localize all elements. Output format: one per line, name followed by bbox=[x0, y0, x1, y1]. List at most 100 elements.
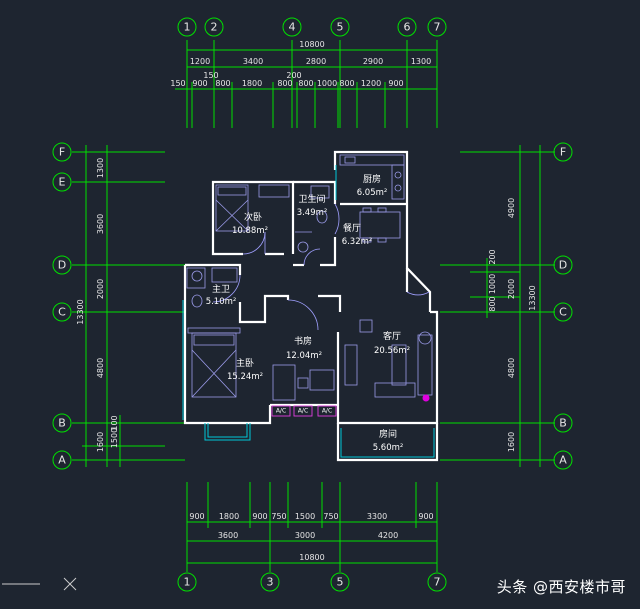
svg-text:800: 800 bbox=[339, 79, 354, 88]
svg-text:1000: 1000 bbox=[488, 274, 497, 294]
svg-text:A/C: A/C bbox=[276, 408, 286, 415]
svg-text:20.56m²: 20.56m² bbox=[374, 346, 410, 356]
svg-text:1800: 1800 bbox=[219, 512, 239, 521]
room-small-room: 房间 5.60m² bbox=[373, 428, 404, 453]
axis-bubble-top-1: 1 bbox=[177, 17, 197, 37]
axis-bubble-right-A: A bbox=[553, 450, 573, 470]
svg-text:6.32m²: 6.32m² bbox=[342, 237, 373, 247]
axis-bubble-left-B: B bbox=[52, 413, 72, 433]
svg-text:A: A bbox=[58, 454, 66, 467]
decor-plant bbox=[422, 394, 430, 402]
top-axis-bubbles: 1 2 4 5 6 7 bbox=[177, 17, 447, 37]
room-master-bedroom: 主卧 15.24m² bbox=[227, 357, 263, 382]
svg-text:B: B bbox=[559, 417, 567, 430]
top-dimension-text: 10800 1200 3400 2800 2900 1300 150 200 1… bbox=[170, 40, 431, 88]
room-dining: 餐厅 6.32m² bbox=[342, 222, 373, 247]
svg-text:4800: 4800 bbox=[507, 358, 516, 378]
svg-text:3400: 3400 bbox=[243, 57, 263, 66]
bottom-dimension-text: 900 1800 900 750 1500 750 3300 900 3600 … bbox=[189, 512, 433, 562]
svg-text:厨房: 厨房 bbox=[363, 173, 381, 185]
axis-bubble-right-F: F bbox=[553, 142, 573, 162]
svg-text:1: 1 bbox=[184, 21, 191, 34]
walls bbox=[183, 150, 439, 462]
axis-bubble-right-B: B bbox=[553, 413, 573, 433]
right-dimension-text: 4900 2000 4800 1600 13300 200 1000 800 bbox=[488, 198, 537, 452]
svg-text:900: 900 bbox=[252, 512, 267, 521]
room-living: 客厅 20.56m² bbox=[374, 330, 410, 356]
svg-text:主卫: 主卫 bbox=[212, 283, 230, 295]
svg-text:3600: 3600 bbox=[96, 214, 105, 234]
right-axis-bubbles: F D C B A bbox=[553, 142, 573, 470]
axis-bubble-top-4: 4 bbox=[282, 17, 302, 37]
svg-text:900: 900 bbox=[388, 79, 403, 88]
top-dimensions bbox=[175, 40, 438, 128]
svg-text:客厅: 客厅 bbox=[383, 330, 401, 342]
svg-text:1300: 1300 bbox=[96, 158, 105, 178]
svg-text:5: 5 bbox=[337, 576, 344, 589]
svg-text:100: 100 bbox=[110, 415, 119, 430]
bottom-dimensions bbox=[186, 482, 438, 572]
room-bathroom: 卫生间 3.49m² bbox=[297, 193, 328, 218]
svg-text:D: D bbox=[58, 259, 66, 272]
svg-text:1000: 1000 bbox=[317, 79, 337, 88]
svg-text:F: F bbox=[560, 146, 566, 159]
svg-text:200: 200 bbox=[488, 249, 497, 264]
svg-text:6: 6 bbox=[404, 21, 411, 34]
svg-text:5: 5 bbox=[337, 21, 344, 34]
svg-text:800: 800 bbox=[215, 79, 230, 88]
svg-text:1300: 1300 bbox=[411, 57, 431, 66]
svg-text:A: A bbox=[559, 454, 567, 467]
svg-text:2800: 2800 bbox=[306, 57, 326, 66]
svg-text:750: 750 bbox=[323, 512, 338, 521]
svg-text:200: 200 bbox=[286, 71, 301, 80]
svg-text:餐厅: 餐厅 bbox=[343, 222, 361, 234]
axis-bubble-top-5: 5 bbox=[330, 17, 350, 37]
ac-units: A/C A/C A/C bbox=[271, 405, 337, 417]
room-secondary-bedroom: 次卧 10.88m² bbox=[232, 211, 268, 236]
svg-text:750: 750 bbox=[271, 512, 286, 521]
svg-text:1600: 1600 bbox=[507, 432, 516, 452]
right-dimensions bbox=[440, 145, 555, 467]
svg-text:1200: 1200 bbox=[361, 79, 381, 88]
svg-text:房间: 房间 bbox=[379, 428, 397, 440]
ucs-icon bbox=[2, 577, 77, 591]
axis-bubble-top-2: 2 bbox=[204, 17, 224, 37]
svg-text:A/C: A/C bbox=[298, 408, 308, 415]
watermark: 头条 @西安楼市哥 bbox=[496, 578, 626, 596]
axis-bubble-left-D: D bbox=[52, 255, 72, 275]
axis-bubble-top-6: 6 bbox=[397, 17, 417, 37]
room-master-bath: 主卫 5.10m² bbox=[206, 283, 237, 307]
svg-text:10800: 10800 bbox=[299, 553, 324, 562]
axis-bubble-bottom-3: 3 bbox=[260, 572, 280, 592]
svg-text:C: C bbox=[559, 306, 567, 319]
svg-text:3.49m²: 3.49m² bbox=[297, 208, 328, 218]
svg-text:C: C bbox=[58, 306, 66, 319]
svg-text:800: 800 bbox=[277, 79, 292, 88]
svg-text:B: B bbox=[58, 417, 66, 430]
svg-text:150: 150 bbox=[203, 71, 218, 80]
svg-text:800: 800 bbox=[298, 79, 313, 88]
room-labels: 次卧 10.88m² 卫生间 3.49m² 厨房 6.05m² 餐厅 6.32m… bbox=[206, 173, 410, 453]
axis-bubble-bottom-1: 1 bbox=[177, 572, 197, 592]
axis-bubble-left-F: F bbox=[52, 142, 72, 162]
axis-bubble-top-7: 7 bbox=[427, 17, 447, 37]
svg-text:E: E bbox=[59, 176, 66, 189]
svg-text:1800: 1800 bbox=[242, 79, 262, 88]
svg-text:卫生间: 卫生间 bbox=[298, 193, 325, 205]
svg-text:13300: 13300 bbox=[76, 299, 85, 324]
door-swings bbox=[212, 203, 430, 331]
left-dimensions bbox=[72, 145, 185, 467]
axis-bubble-left-C: C bbox=[52, 302, 72, 322]
svg-text:3000: 3000 bbox=[295, 531, 315, 540]
svg-text:1500: 1500 bbox=[295, 512, 315, 521]
svg-text:1600: 1600 bbox=[96, 432, 105, 452]
svg-text:D: D bbox=[559, 259, 567, 272]
svg-text:6.05m²: 6.05m² bbox=[357, 188, 388, 198]
svg-text:12.04m²: 12.04m² bbox=[286, 351, 322, 361]
svg-text:2900: 2900 bbox=[363, 57, 383, 66]
svg-text:2000: 2000 bbox=[96, 279, 105, 299]
svg-text:900: 900 bbox=[418, 512, 433, 521]
axis-bubble-left-A: A bbox=[52, 450, 72, 470]
room-kitchen: 厨房 6.05m² bbox=[357, 173, 388, 198]
